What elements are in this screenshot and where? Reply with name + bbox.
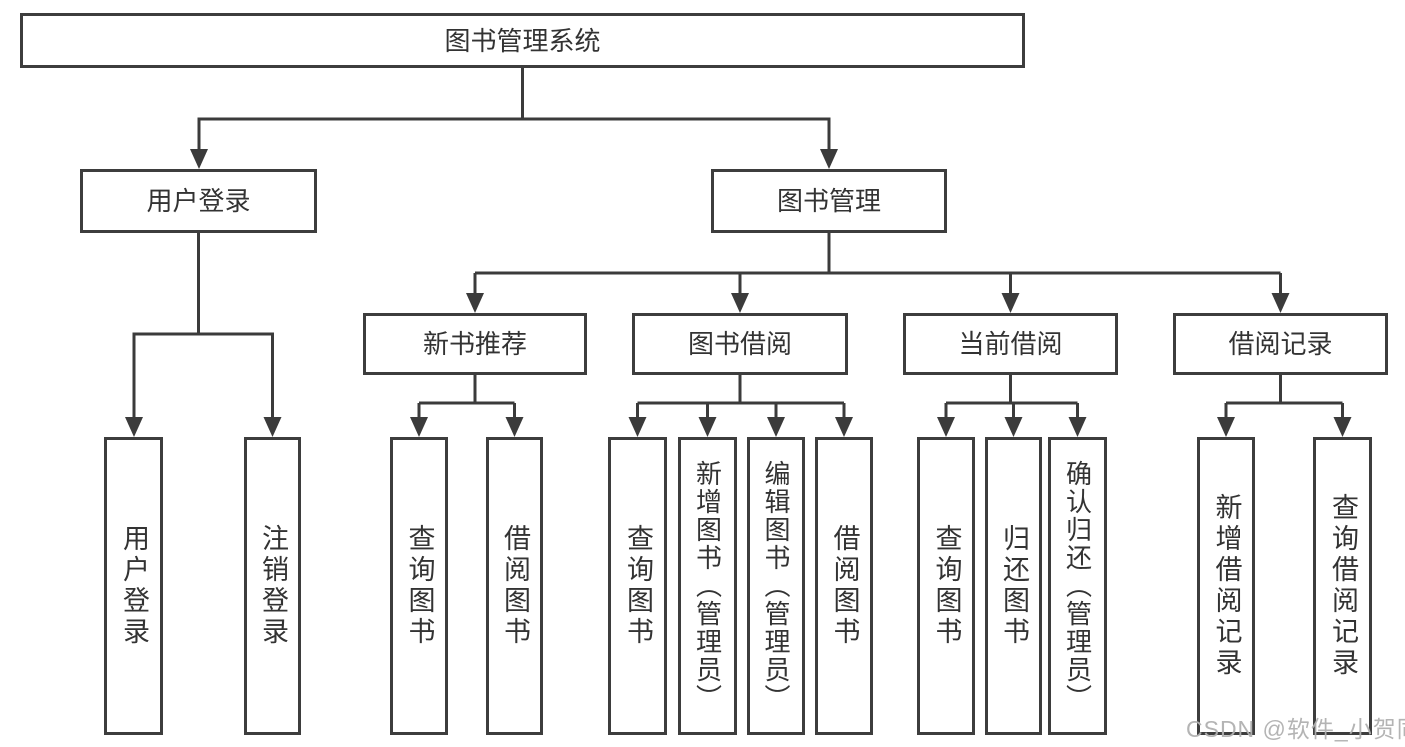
leaf-add-books-admin: 新增图书（管理员）	[678, 437, 737, 735]
leaf-add-borrow-record: 新增借阅记录	[1197, 437, 1255, 735]
leaf-logout: 注销登录	[244, 437, 301, 735]
node-user-login: 用户登录	[80, 169, 317, 233]
node-current-borrowing: 当前借阅	[903, 313, 1118, 375]
node-borrowing-records: 借阅记录	[1173, 313, 1388, 375]
watermark-text: CSDN @软件_小贺同学	[1186, 716, 1405, 742]
node-book-management: 图书管理	[711, 169, 947, 233]
node-new-book-recommend: 新书推荐	[363, 313, 587, 375]
leaf-query-books-current: 查询图书	[917, 437, 975, 735]
leaf-query-books-recommend: 查询图书	[390, 437, 448, 735]
leaf-borrow-books-recommend: 借阅图书	[486, 437, 543, 735]
leaf-edit-books-admin: 编辑图书（管理员）	[747, 437, 805, 735]
leaf-query-borrow-record: 查询借阅记录	[1313, 437, 1372, 735]
leaf-return-books: 归还图书	[985, 437, 1042, 735]
node-library-system: 图书管理系统	[20, 13, 1025, 68]
node-book-borrowing: 图书借阅	[632, 313, 848, 375]
leaf-query-books-borrowing: 查询图书	[608, 437, 667, 735]
leaf-borrow-books-borrowing: 借阅图书	[815, 437, 873, 735]
leaf-user-login: 用户登录	[104, 437, 163, 735]
leaf-confirm-return-admin: 确认归还（管理员）	[1048, 437, 1107, 735]
